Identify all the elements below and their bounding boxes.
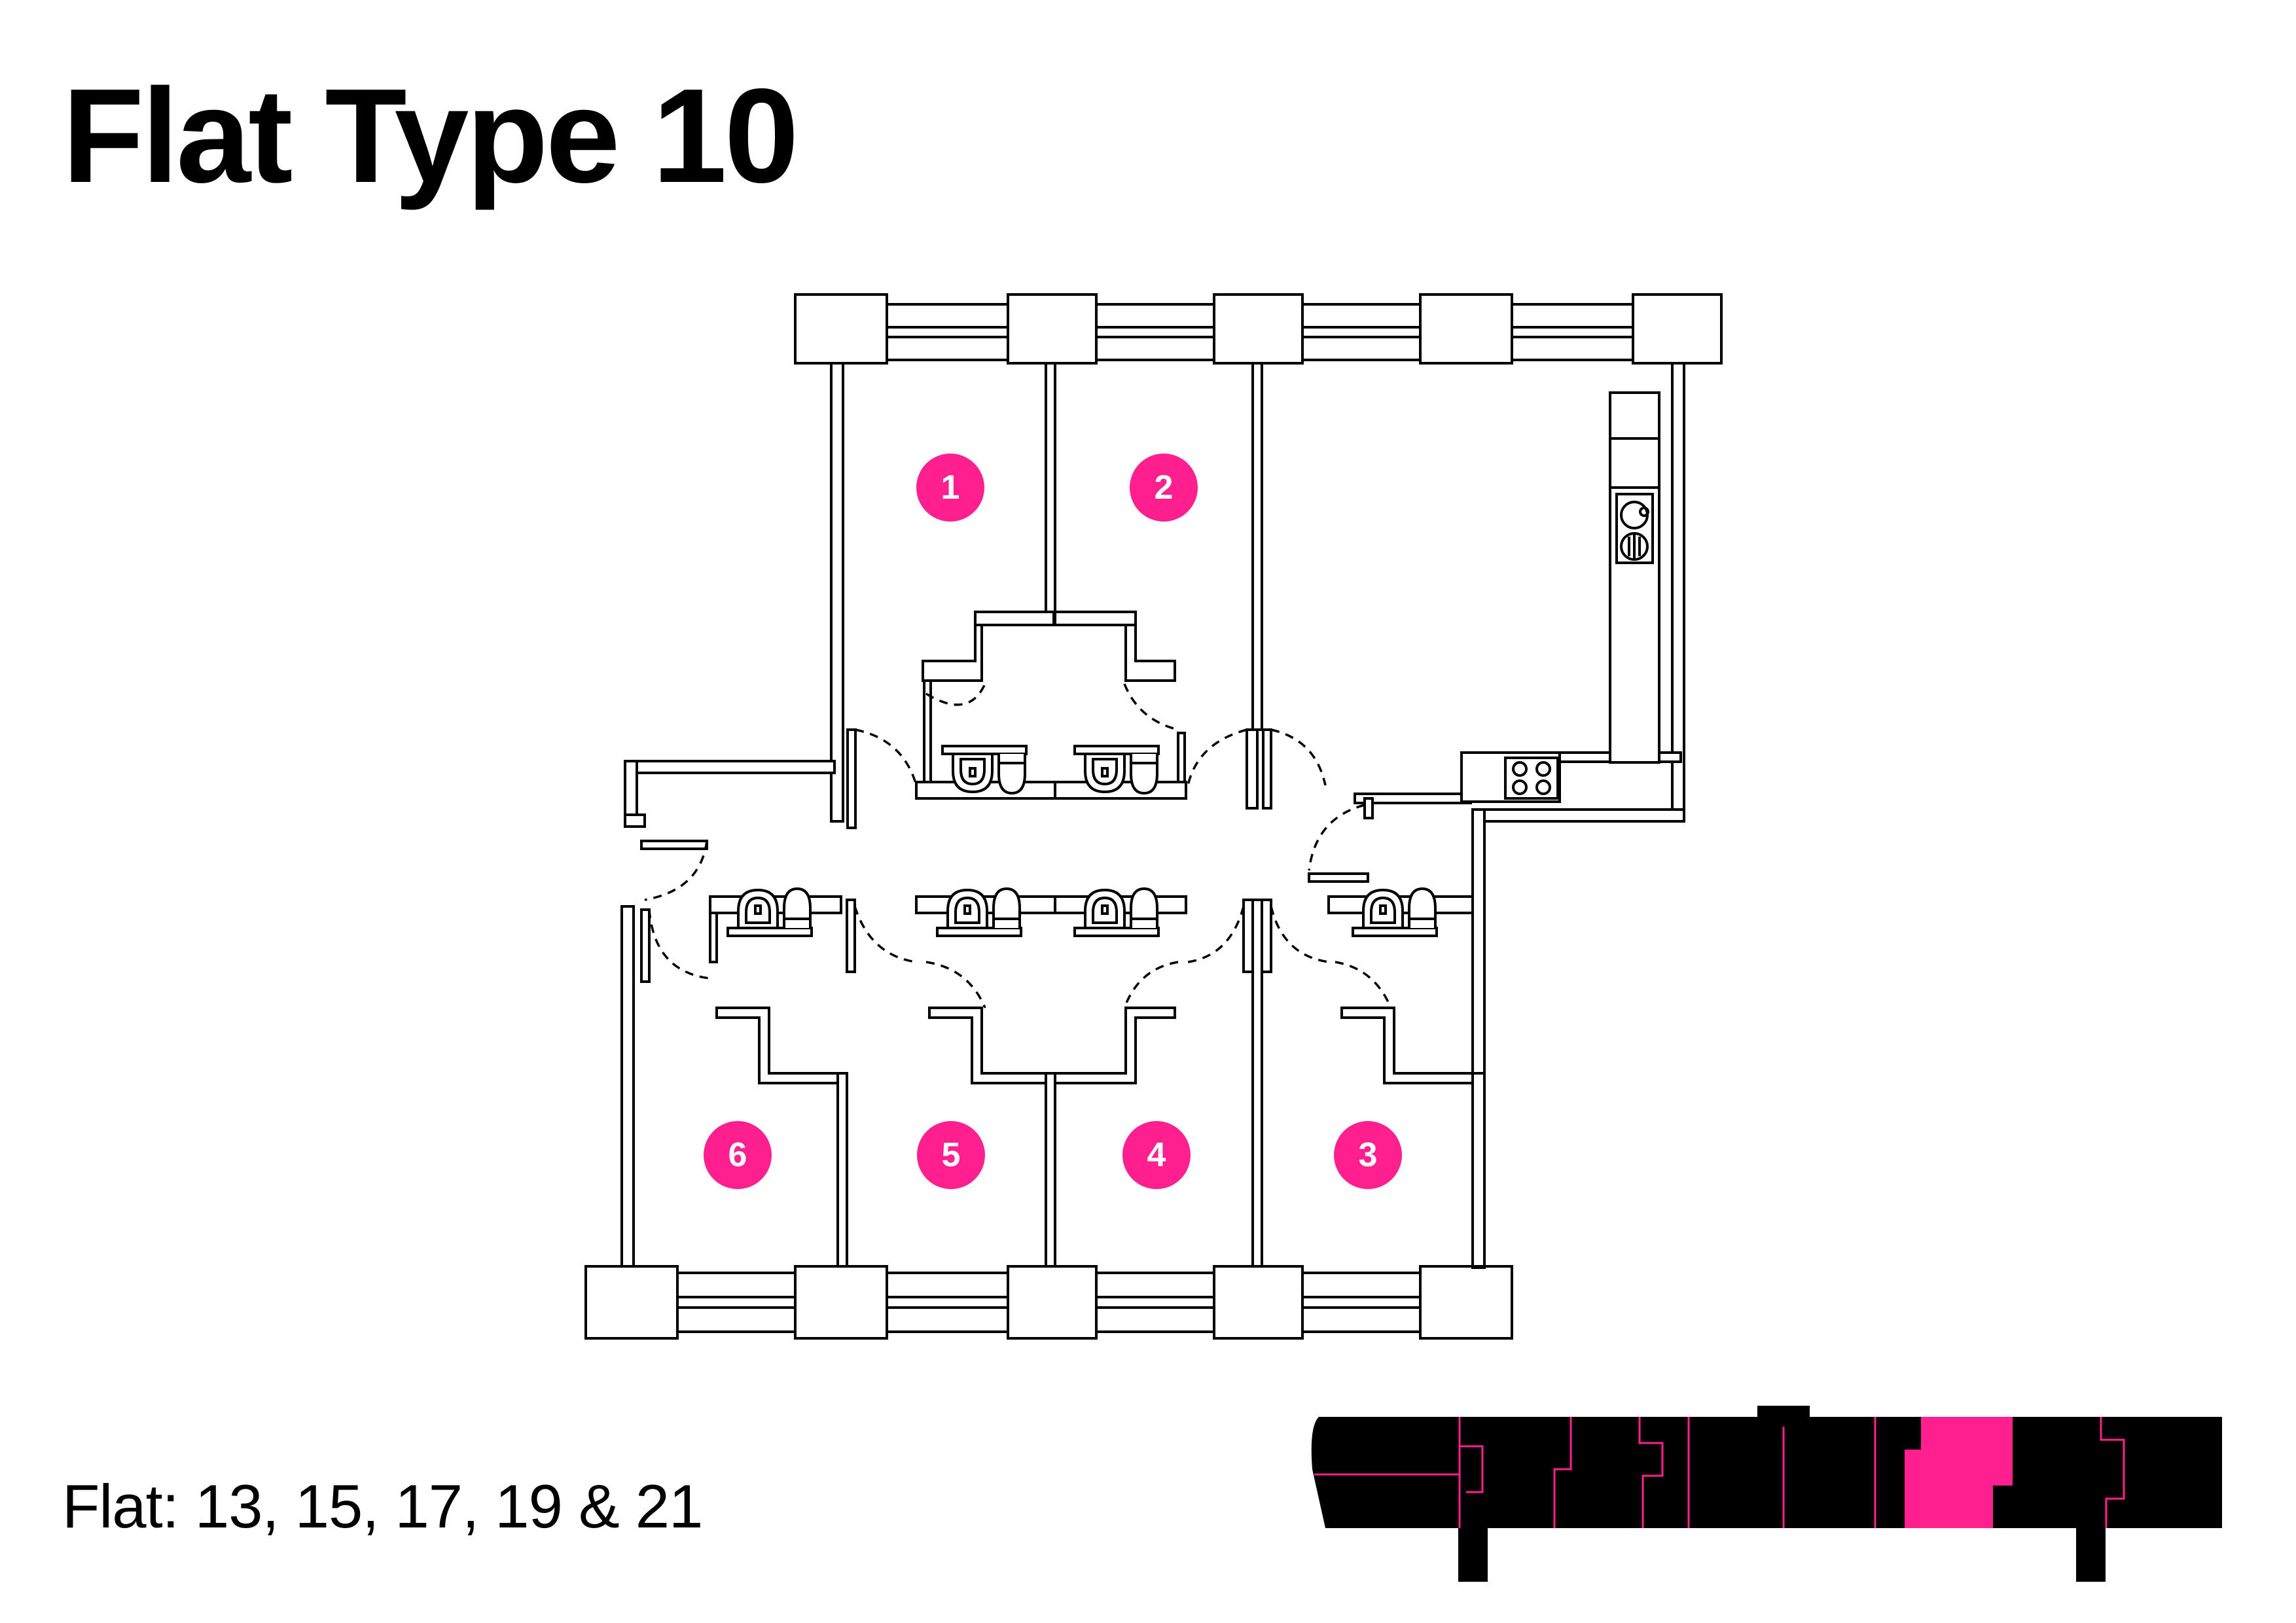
window <box>1301 303 1422 361</box>
pier <box>1007 1265 1098 1340</box>
key-plan <box>1311 1406 2222 1582</box>
room-badge-4: 4 <box>1122 1121 1191 1189</box>
fridge <box>1609 391 1660 489</box>
bottom-facade <box>584 1265 1513 1340</box>
pier <box>1632 293 1723 365</box>
page-title: Flat Type 10 <box>62 61 799 211</box>
window <box>1095 1272 1215 1333</box>
flat-numbers-label: Flat: 13, 15, 17, 19 & 21 <box>62 1472 703 1541</box>
ensuite-room-4 <box>1054 887 1187 1084</box>
window <box>676 1272 797 1333</box>
room-badge-1: 1 <box>916 454 984 522</box>
room-badge-6: 6 <box>704 1121 772 1189</box>
hob-icon <box>1504 757 1559 800</box>
pier <box>584 1265 679 1340</box>
ensuite-room-1 <box>915 611 1056 800</box>
window <box>1511 303 1634 361</box>
key-plan-unit-outlines <box>1314 1417 2125 1528</box>
room-number-2: 2 <box>1155 469 1174 507</box>
room-number-1: 1 <box>941 469 960 507</box>
room-number-4: 4 <box>1147 1136 1166 1174</box>
room-badge-3: 3 <box>1334 1121 1402 1189</box>
pier <box>794 293 888 365</box>
window <box>886 303 1009 361</box>
ensuite-room-5 <box>915 887 1056 1084</box>
kitchen <box>1460 391 1660 803</box>
room-number-5: 5 <box>942 1136 961 1174</box>
room-badge-2: 2 <box>1130 454 1198 522</box>
ensuite-room-6 <box>709 887 842 1084</box>
pier <box>1419 1265 1513 1340</box>
window <box>886 1272 1009 1333</box>
pier <box>1213 1265 1304 1340</box>
room-number-3: 3 <box>1359 1136 1378 1174</box>
pier <box>794 1265 888 1340</box>
ensuite-room-2 <box>1054 611 1187 800</box>
key-plan-highlighted-unit <box>1905 1417 2013 1528</box>
top-facade <box>794 293 1723 365</box>
key-plan-entrance <box>1757 1406 1810 1427</box>
pier <box>1213 293 1304 365</box>
pier <box>1007 293 1098 365</box>
walls <box>620 362 1685 1269</box>
room-badge-5: 5 <box>917 1121 985 1189</box>
window <box>1301 1272 1422 1333</box>
room-number-6: 6 <box>728 1136 747 1174</box>
ensuite-room-3 <box>1327 887 1474 1084</box>
window <box>1095 303 1215 361</box>
pier <box>1419 293 1513 365</box>
door-swings <box>640 728 1374 983</box>
